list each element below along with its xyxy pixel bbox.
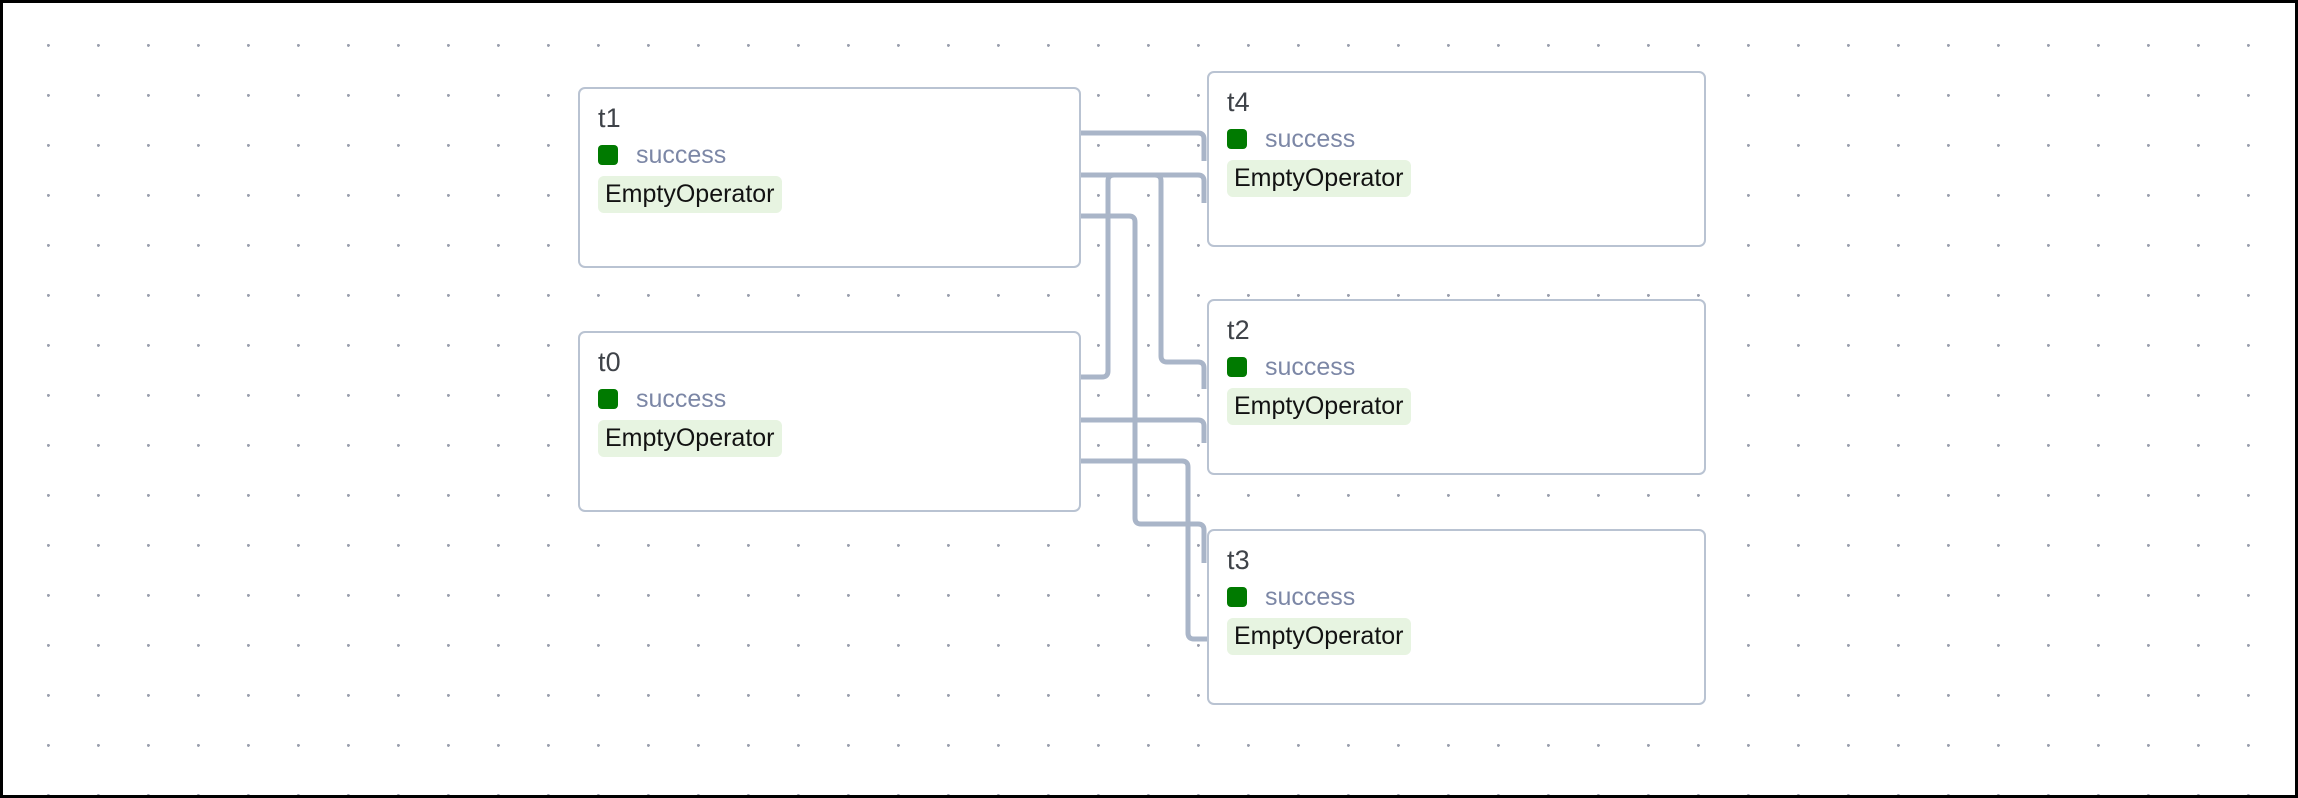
task-status-label: success xyxy=(636,385,727,413)
edge-t1-t2 xyxy=(1078,172,1207,389)
edge-t1-t3 xyxy=(1078,213,1207,563)
task-node-t4[interactable]: t4 success EmptyOperator xyxy=(1207,71,1706,247)
edge-t1-t4 xyxy=(1078,130,1207,161)
status-success-icon xyxy=(598,389,618,409)
status-success-icon xyxy=(1227,357,1247,377)
task-node-title: t0 xyxy=(598,347,621,377)
edge-t0-t2 xyxy=(1078,417,1207,443)
task-node-t0[interactable]: t0 success EmptyOperator xyxy=(578,331,1081,512)
task-status-label: success xyxy=(1265,353,1356,381)
edge-t0-t4 xyxy=(1078,172,1207,380)
task-operator-badge: EmptyOperator xyxy=(1227,160,1411,197)
task-node-title: t3 xyxy=(1227,545,1250,575)
task-operator-badge: EmptyOperator xyxy=(1227,388,1411,425)
task-node-title: t4 xyxy=(1227,87,1250,117)
edge-layer xyxy=(1078,130,1295,642)
task-status-label: success xyxy=(1265,125,1356,153)
task-operator-badge: EmptyOperator xyxy=(1227,618,1411,655)
task-status: success xyxy=(1227,352,1686,382)
task-status: success xyxy=(1227,582,1686,612)
task-node-title: t1 xyxy=(598,103,621,133)
status-success-icon xyxy=(598,145,618,165)
task-node-t1[interactable]: t1 success EmptyOperator xyxy=(578,87,1081,268)
task-status-label: success xyxy=(1265,583,1356,611)
task-status: success xyxy=(598,384,1061,414)
task-node-title: t2 xyxy=(1227,315,1250,345)
graph-canvas[interactable]: t1 success EmptyOperator t0 success Empt… xyxy=(3,3,2295,795)
task-node-t2[interactable]: t2 success EmptyOperator xyxy=(1207,299,1706,475)
status-success-icon xyxy=(1227,587,1247,607)
task-status: success xyxy=(1227,124,1686,154)
task-operator-badge: EmptyOperator xyxy=(598,420,782,457)
task-operator-badge: EmptyOperator xyxy=(598,176,782,213)
task-node-t3[interactable]: t3 success EmptyOperator xyxy=(1207,529,1706,705)
task-status-label: success xyxy=(636,141,727,169)
status-success-icon xyxy=(1227,129,1247,149)
task-status: success xyxy=(598,140,1061,170)
